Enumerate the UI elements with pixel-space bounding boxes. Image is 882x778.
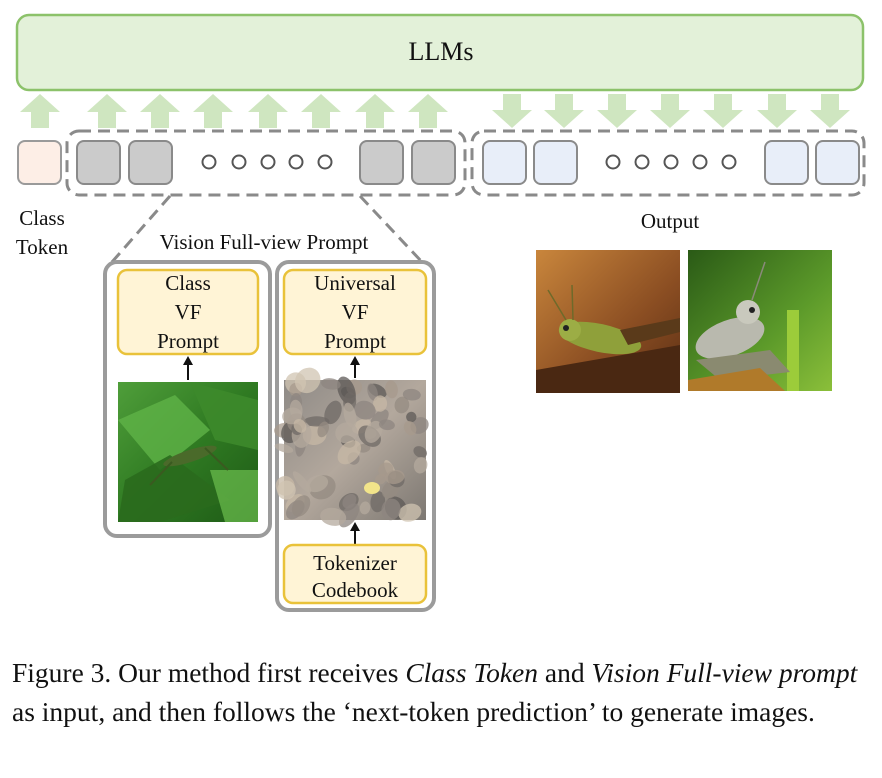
up-arrow-icon: [87, 94, 127, 128]
figure-caption: Figure 3. Our method first receives Clas…: [12, 653, 872, 731]
down-arrow-icon: [492, 94, 532, 128]
ellipsis-dot: [201, 154, 217, 170]
universal-prompt-panel: [275, 260, 436, 612]
up-arrow-icon: [20, 94, 60, 128]
output-image-1: [536, 250, 680, 393]
up-arrow-icon: [140, 94, 180, 128]
up-arrow-icon: [408, 94, 448, 128]
class-token-label-line2: Token: [16, 235, 69, 259]
output-token: [764, 140, 809, 185]
prompt-token: [76, 140, 121, 185]
down-arrow-icon: [650, 94, 690, 128]
output-token: [815, 140, 860, 185]
down-arrow-icon: [597, 94, 637, 128]
output-arrows: [492, 94, 850, 128]
ellipsis-dot: [663, 154, 679, 170]
prompt-token: [359, 140, 404, 185]
caption-prefix: Figure 3. Our method first receives: [12, 657, 406, 688]
output-ellipsis-dots: [605, 154, 737, 170]
up-arrow-icon: [183, 356, 193, 365]
output-token: [482, 140, 527, 185]
class-token: [17, 140, 62, 185]
llm-box: [15, 13, 865, 92]
prompt-group-label: Vision Full-view Prompt: [160, 230, 369, 254]
caption-mid: and: [538, 657, 592, 688]
universal-vf-prompt-box: [282, 268, 428, 356]
tokenizer-codebook-line1: Tokenizer: [313, 551, 397, 575]
output-token-group: [470, 129, 866, 197]
up-arrow-icon: [193, 94, 233, 128]
up-arrow-icon: [350, 522, 360, 531]
universal-vf-prompt-line3: Prompt: [324, 329, 386, 353]
up-arrow-icon: [301, 94, 341, 128]
class-vf-prompt-line1: Class: [165, 271, 211, 295]
class-prompt-image: [118, 382, 258, 522]
ellipsis-dot: [288, 154, 304, 170]
universal-vf-prompt-line1: Universal: [314, 271, 396, 295]
output-label: Output: [641, 209, 700, 233]
class-prompt-panel: [103, 260, 272, 538]
class-vf-prompt-line3: Prompt: [157, 329, 219, 353]
prompt-token-group: [65, 129, 467, 197]
llm-label: LLMs: [409, 37, 474, 66]
down-arrow-icon: [757, 94, 797, 128]
universal-vf-prompt-line2: VF: [342, 300, 369, 324]
up-arrow-icon: [355, 94, 395, 128]
ellipsis-dot: [317, 154, 333, 170]
caption-em-vision-prompt: Vision Full-view prompt: [591, 657, 858, 688]
universal-prompt-image: [274, 367, 429, 528]
method-diagram: LLMs Class Token Vision Full-view Prompt…: [15, 13, 866, 612]
class-vf-prompt-line2: VF: [175, 300, 202, 324]
prompt-ellipsis-dots: [201, 154, 333, 170]
expand-line-right: [358, 194, 424, 264]
input-arrows: [20, 94, 448, 128]
up-arrow-icon: [350, 356, 360, 365]
ellipsis-dot: [231, 154, 247, 170]
up-arrow-icon: [248, 94, 288, 128]
output-token: [533, 140, 578, 185]
class-token-label-line1: Class: [19, 206, 65, 230]
down-arrow-icon: [544, 94, 584, 128]
expand-line-left: [110, 195, 172, 263]
caption-rest: as input, and then follows the ‘next-tok…: [12, 696, 815, 727]
prompt-token: [128, 140, 173, 185]
ellipsis-dot: [605, 154, 621, 170]
class-vf-prompt-box: [116, 268, 260, 356]
output-image-2: [688, 250, 832, 391]
ellipsis-dot: [260, 154, 276, 170]
prompt-token: [411, 140, 456, 185]
ellipsis-dot: [692, 154, 708, 170]
down-arrow-icon: [810, 94, 850, 128]
tokenizer-codebook-line2: Codebook: [312, 578, 399, 602]
caption-em-class-token: Class Token: [405, 657, 539, 688]
ellipsis-dot: [634, 154, 650, 170]
tokenizer-codebook-box: [282, 543, 428, 605]
ellipsis-dot: [721, 154, 737, 170]
down-arrow-icon: [703, 94, 743, 128]
